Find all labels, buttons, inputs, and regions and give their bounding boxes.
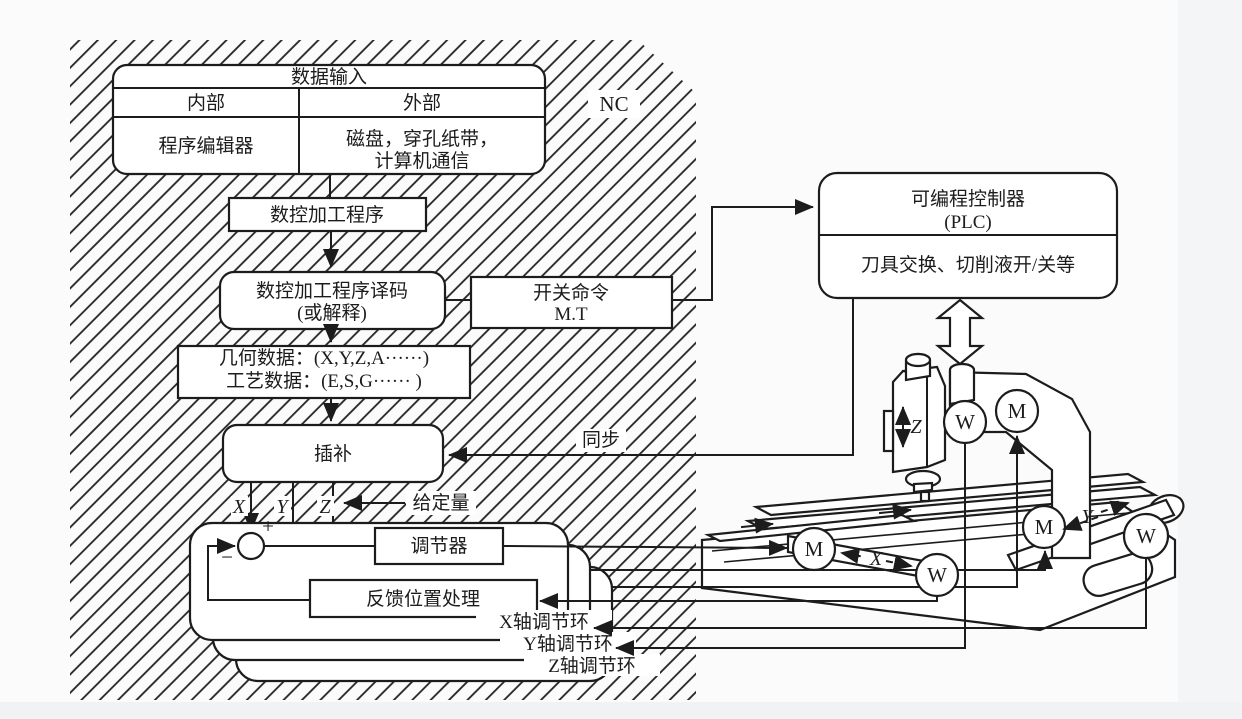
y-motor-label: M [1035, 515, 1054, 539]
table-col-internal: 内部 [187, 92, 225, 114]
x-dashed-arrow-right [885, 554, 913, 571]
nc-region-label: NC [599, 92, 628, 116]
table-title: 数据输入 [291, 66, 367, 88]
z-drive-wire [611, 435, 1025, 588]
label-backing [231, 496, 248, 516]
guide-rail [752, 472, 1147, 517]
sync-wire [448, 297, 854, 463]
plc-box: 可编程控制器 (PLC) 刀具交换、切削液开/关等 [817, 171, 1119, 300]
interpolation-label: 插补 [314, 443, 352, 465]
machine-x-label: X [869, 548, 883, 570]
y-sensor-circle [1122, 512, 1170, 560]
tool-holder [912, 481, 934, 494]
plc-label-3: 刀具交换、切削液开/关等 [861, 254, 1075, 276]
right-margin [1178, 0, 1242, 719]
label-backing [274, 496, 291, 516]
x-sensor-circle [914, 552, 960, 598]
nc-label-backing [588, 90, 640, 118]
bottom-margin [0, 702, 1242, 719]
y-dashed-arrow-right [1100, 500, 1130, 516]
x-axis-label: X [232, 496, 246, 518]
nc-program-label: 数控加工程序 [270, 204, 384, 226]
data-input-table: 数据输入 内部 外部 程序编辑器 磁盘，穿孔纸带， 计算机通信 [111, 63, 547, 176]
z-sensor-label: W [955, 410, 975, 434]
x-drive-wire [501, 539, 788, 556]
z-sensor-circle [942, 399, 988, 445]
regulator-label: 调节器 [410, 535, 467, 557]
position-loop: + − 调节器 反馈位置处理 [207, 514, 539, 619]
x-feedback-wire [539, 593, 938, 609]
technology-data-label: 工艺数据：(E,S,G······ ) [226, 370, 422, 392]
label-backing [317, 496, 334, 516]
data-box [176, 344, 472, 400]
decoder-label-1: 数控加工程序译码 [256, 280, 408, 302]
switch-command-label-1: 开关命令 [533, 282, 609, 304]
plc-label-2: (PLC) [944, 212, 992, 233]
geometry-data-label: 几何数据：(X,Y,Z,A······) [219, 347, 429, 369]
label-backing [476, 610, 612, 632]
y-drive-wire [589, 550, 1053, 571]
sync-label-backing [576, 429, 626, 452]
machine-y-label: Y [1081, 506, 1094, 528]
x-motor-label: M [805, 537, 824, 561]
rail-motion-arrow [878, 503, 912, 520]
switch-command-box [469, 275, 674, 330]
switch-to-plc-wire [671, 199, 814, 301]
table-col-external: 外部 [403, 92, 441, 114]
machine-z-label: Z [910, 416, 922, 438]
y-loop-label: Y轴调节环 [523, 633, 613, 655]
feedback-loop-wire [207, 538, 311, 601]
nc-program-box [227, 196, 428, 233]
head-cylinder-top [904, 352, 932, 368]
table-cell-external-1: 磁盘，穿孔纸带， [346, 128, 498, 150]
table-cell-internal: 程序编辑器 [158, 135, 253, 157]
z-feedback-wire [615, 442, 966, 656]
table-cell-external-2: 计算机通信 [374, 150, 469, 172]
switch-command-label-2: M.T [554, 304, 588, 325]
y-feedback-wire [593, 557, 1147, 636]
x-motor-circle [791, 526, 837, 572]
feedback-label: 反馈位置处理 [366, 588, 480, 610]
plus-sign: + [262, 514, 274, 538]
y-axis-label: Y [276, 496, 289, 518]
summing-junction [236, 531, 266, 561]
tool-tip [919, 490, 931, 503]
lead-screw-cylinder [1082, 552, 1154, 597]
z-loop-label: Z轴调节环 [548, 655, 636, 677]
z-axis-label: Z [319, 496, 331, 518]
x-sensor-label: W [927, 563, 947, 587]
spindle-cylinder-body [948, 362, 976, 406]
label-backing [500, 632, 636, 654]
setpoint-label: 给定量 [412, 492, 469, 514]
y-sensor-label: W [1136, 524, 1156, 548]
label-backing [524, 654, 660, 676]
sync-label: 同步 [582, 429, 620, 451]
z-motor-label: M [1008, 399, 1027, 423]
head-side-tab [882, 409, 895, 453]
decoder-label-2: (或解释) [297, 302, 367, 324]
regulator-box [373, 526, 505, 566]
z-motor-circle [994, 388, 1040, 434]
plc-machine-double-arrow [934, 298, 986, 366]
x-dashed-arrow-left [840, 548, 866, 564]
rail-motion-arrow [740, 517, 774, 534]
machine-axis-annotations: X Y [840, 500, 1130, 571]
x-loop-label: X轴调节环 [499, 611, 589, 633]
minus-sign: − [221, 545, 233, 569]
plc-label-1: 可编程控制器 [911, 188, 1025, 210]
setpoint-label-backing [406, 491, 476, 515]
y-dashed-arrow-left [1062, 515, 1099, 531]
